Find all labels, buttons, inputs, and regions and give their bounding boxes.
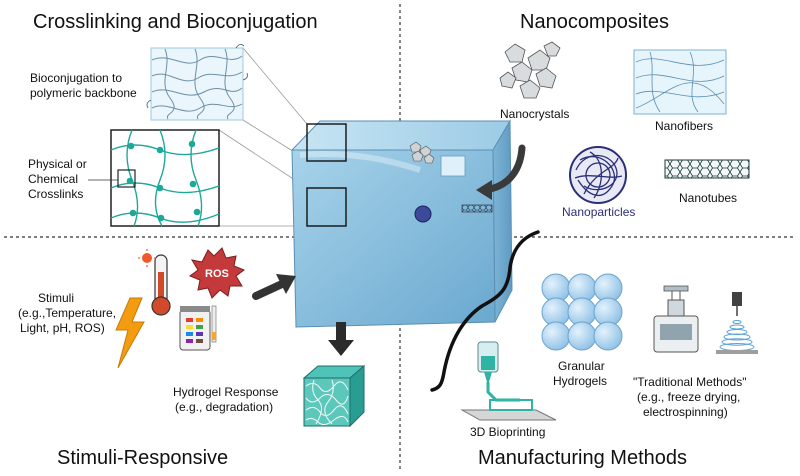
stimuli-arrow — [252, 274, 296, 300]
nanocrystals-icon — [499, 41, 561, 99]
bioprinting-label: 3D Bioprinting — [470, 425, 545, 439]
degraded-hydrogel-icon — [302, 364, 366, 428]
hydrogel-cube — [290, 119, 513, 328]
granular-hydrogels-icon — [541, 273, 623, 351]
crosslink-inset — [306, 187, 347, 227]
title-stimuli-responsive: Stimuli-Responsive — [57, 447, 228, 469]
granular-label-line1: Granular — [558, 359, 605, 373]
cube-nanocrystals — [409, 141, 435, 164]
granular-label-line2: Hydrogels — [553, 374, 607, 388]
bioconjugation-label-line1: Bioconjugation to — [30, 71, 122, 85]
title-nanocomposites: Nanocomposites — [520, 11, 669, 33]
cube-nanofibers — [440, 155, 466, 177]
bioconjugation-zoom-box — [146, 43, 248, 121]
crosslink-zoom-box — [110, 129, 220, 227]
response-label-line1: Hydrogel Response — [173, 385, 279, 399]
nanotubes-label: Nanotubes — [679, 191, 737, 205]
nanoparticles-icon — [569, 146, 627, 204]
crosslinks-label-line2: Chemical — [28, 172, 78, 186]
title-crosslinking: Crosslinking and Bioconjugation — [33, 11, 318, 33]
title-manufacturing-methods: Manufacturing Methods — [478, 447, 687, 469]
nanofibers-label: Nanofibers — [655, 119, 713, 133]
nanocrystals-label: Nanocrystals — [500, 107, 569, 121]
traditional-label-line2: (e.g., freeze drying, — [637, 390, 740, 404]
lightning-icon — [115, 297, 145, 369]
thermometer-icon — [138, 249, 171, 316]
stimuli-label-line1: Stimuli — [38, 291, 74, 305]
cube-nanotube — [461, 204, 493, 213]
response-label-line2: (e.g., degradation) — [175, 400, 273, 414]
ros-label: ROS — [205, 268, 229, 280]
electrospinning-icon — [716, 292, 758, 354]
stimuli-label-line3: Light, pH, ROS) — [20, 321, 105, 335]
methods-brace — [430, 230, 540, 392]
response-arrow — [328, 322, 354, 356]
ph-test-icon — [179, 305, 217, 351]
ros-badge — [188, 247, 246, 299]
nanotubes-icon — [664, 159, 750, 179]
crosslinks-label-line1: Physical or — [28, 157, 87, 171]
nanofibers-icon — [633, 49, 727, 115]
bioconjugation-label-line2: polymeric backbone — [30, 86, 137, 100]
bioconjugation-inset — [306, 123, 347, 162]
nanoparticles-label: Nanoparticles — [562, 205, 635, 219]
cube-nanoparticle — [414, 205, 432, 223]
stimuli-label-line2: (e.g.,Temperature, — [18, 306, 116, 320]
bioprinter-icon — [460, 341, 557, 421]
traditional-label-line3: electrospinning) — [643, 405, 728, 419]
crosslinks-label-line3: Crosslinks — [28, 187, 83, 201]
traditional-label-line1: "Traditional Methods" — [633, 375, 746, 389]
nanocomposite-arrow — [476, 144, 526, 200]
freeze-dryer-icon — [653, 285, 699, 353]
